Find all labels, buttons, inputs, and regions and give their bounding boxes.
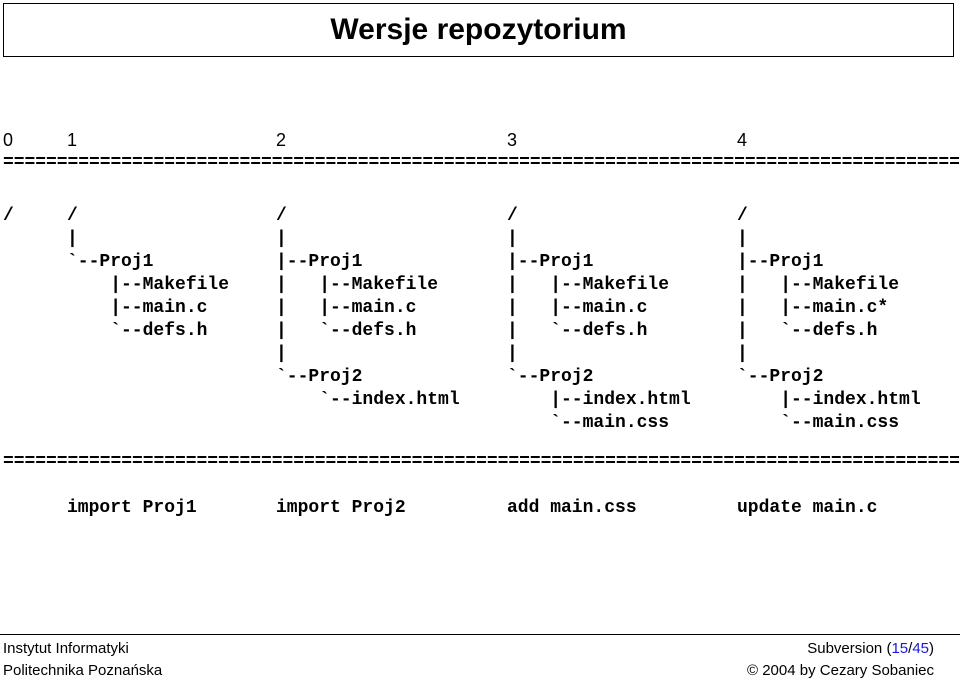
slide-title-box: Wersje repozytorium <box>3 3 954 57</box>
version-number-4: 4 <box>737 130 748 150</box>
bottom-separator: ========================================… <box>3 452 960 472</box>
top-separator: ========================================… <box>3 153 960 173</box>
tree-version-2: / | |--Proj1 | |--Makefile | |--main.c |… <box>276 206 460 410</box>
tree-version-1: / | `--Proj1 |--Makefile |--main.c `--de… <box>67 206 230 341</box>
tree-version-4: / | |--Proj1 | |--Makefile | |--main.c* … <box>737 206 921 433</box>
version-number-1: 1 <box>67 130 78 150</box>
command-1: import Proj1 <box>67 498 197 518</box>
page-separator: / <box>908 640 913 657</box>
footer-topic: Subversion ( <box>807 640 892 657</box>
tree-version-3: / | |--Proj1 | |--Makefile | |--main.c |… <box>507 206 691 433</box>
footer-copyright: © 2004 by Cezary Sobaniec <box>747 662 934 679</box>
footer-institute: Instytut Informatyki <box>3 640 129 657</box>
slide-title: Wersje repozytorium <box>330 13 627 46</box>
tree-version-0: / <box>3 206 14 226</box>
command-2: import Proj2 <box>276 498 406 518</box>
version-number-2: 2 <box>276 130 287 150</box>
version-number-0: 0 <box>3 130 14 150</box>
footer-rule <box>0 634 960 635</box>
footer-topic-suffix: ) <box>929 640 934 657</box>
command-4: update main.c <box>737 498 878 518</box>
page-current-link[interactable]: 15 <box>891 640 909 657</box>
footer-page-info: Subversion (15/45) <box>807 640 934 657</box>
version-number-3: 3 <box>507 130 518 150</box>
footer-university: Politechnika Poznańska <box>3 662 163 679</box>
page-total-link[interactable]: 45 <box>912 640 929 657</box>
command-3: add main.css <box>507 498 637 518</box>
